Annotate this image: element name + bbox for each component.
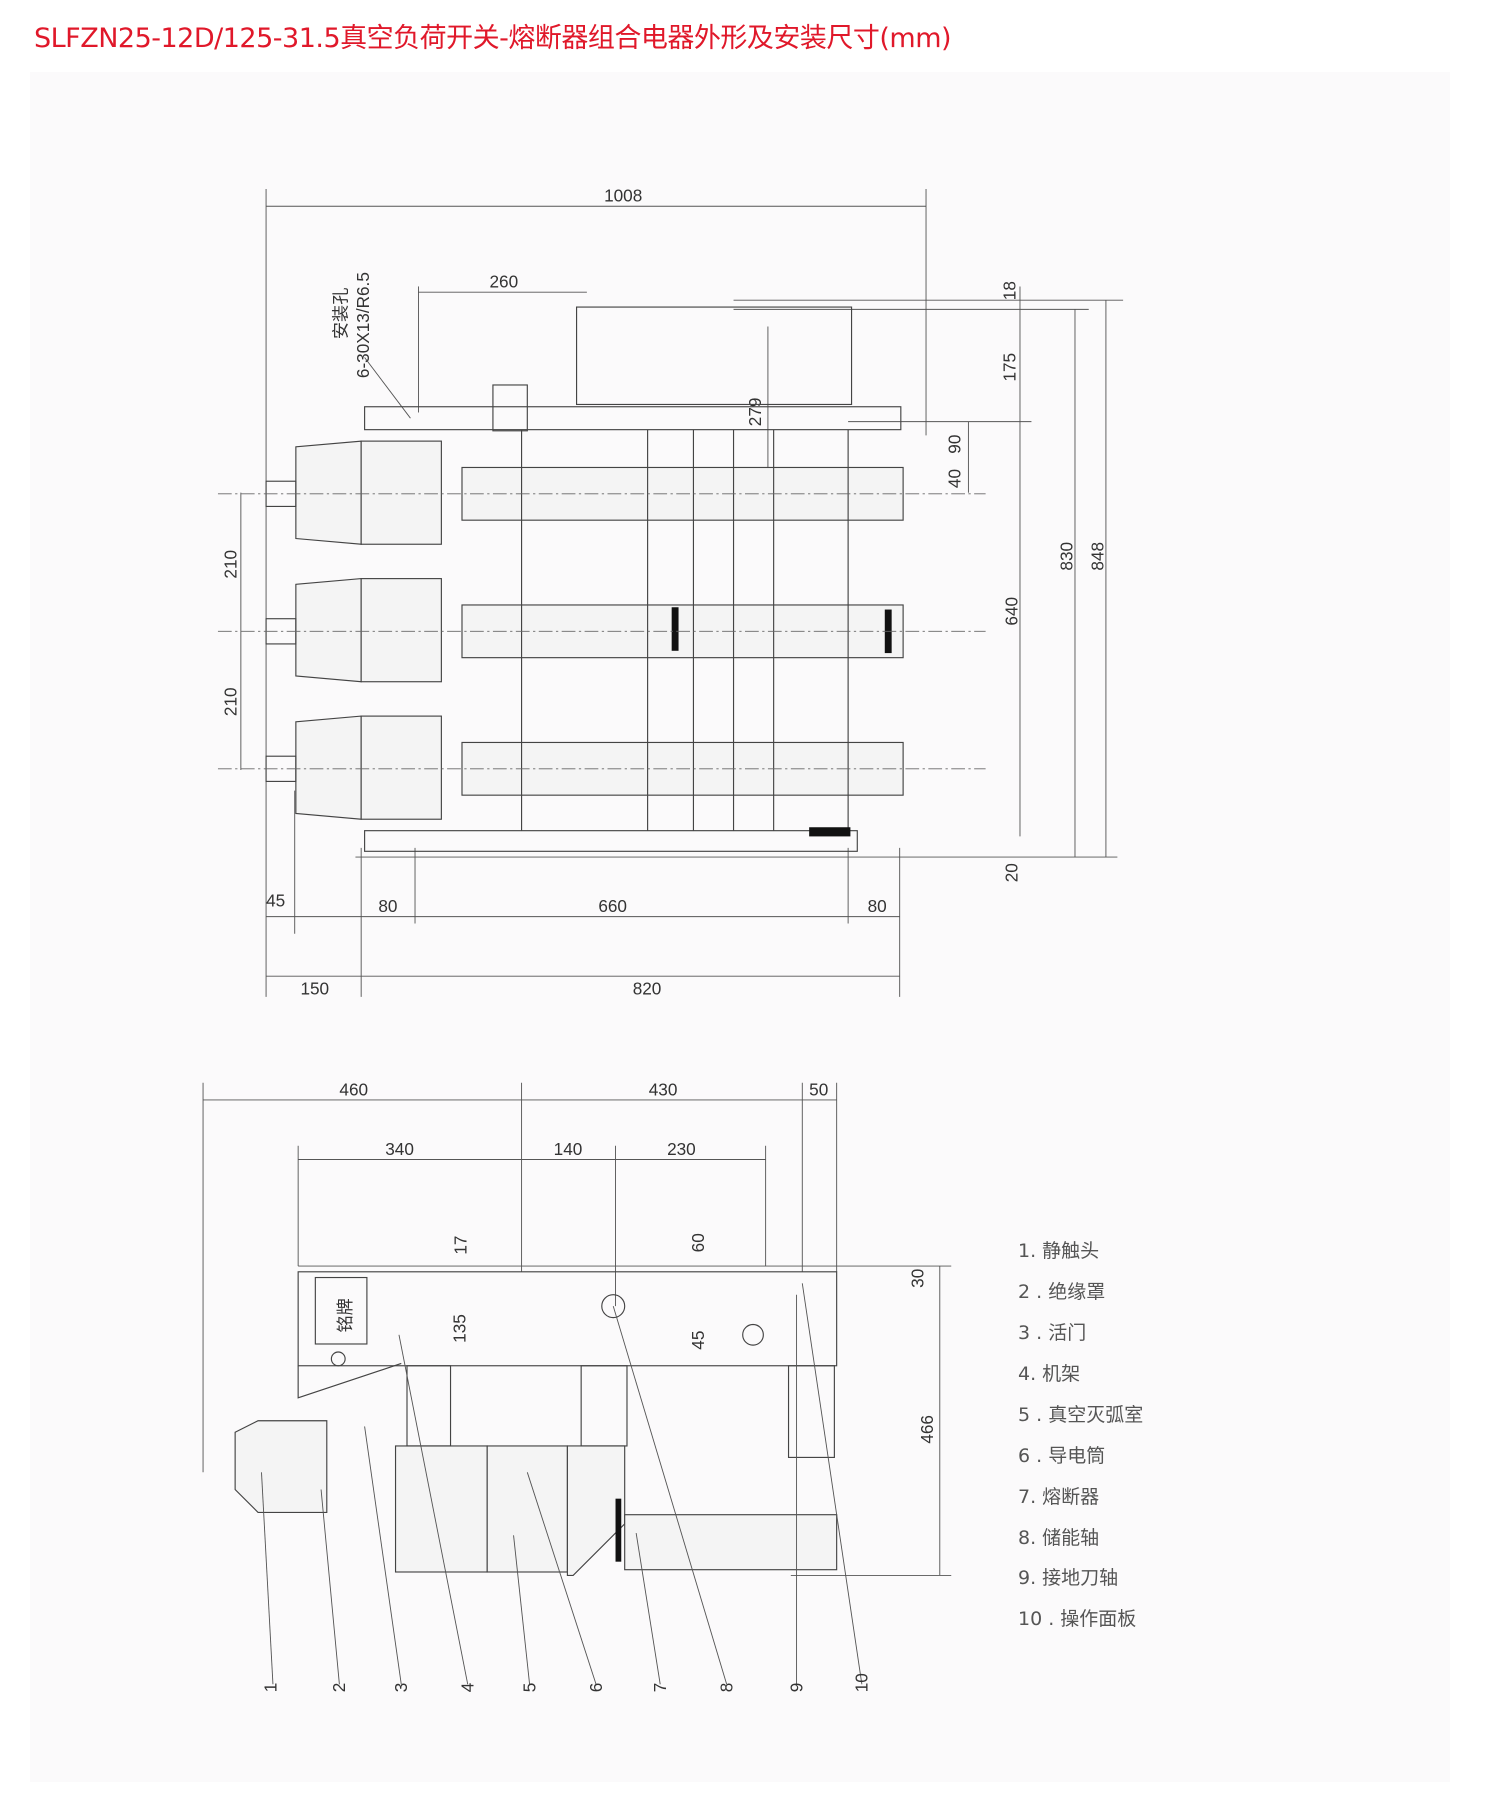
dim-18: 18 [999,281,1019,300]
dim-30: 30 [908,1269,928,1288]
legend-item: 6 . 导电筒 [1018,1445,1106,1467]
nameplate-label: 铭牌 [335,1298,355,1332]
legend-item: 7. 熔断器 [1018,1486,1100,1508]
dim-150: 150 [300,979,329,999]
dim-90: 90 [944,435,964,454]
callout-leaders [261,1283,863,1685]
side-view: 460 430 50 340 140 230 17 60 30 135 45 4… [202,1079,952,1693]
dim-640: 640 [1002,597,1022,626]
callout-2: 2 [329,1683,349,1693]
phase-rows [217,429,986,837]
dim-80-right: 80 [868,896,887,916]
callout-9: 9 [786,1683,806,1693]
legend-item: 8. 储能轴 [1018,1527,1100,1549]
callout-3: 3 [391,1683,411,1693]
hole-spec: 6-30X13/R6.5 [353,272,373,378]
page-title: SLFZN25-12D/125-31.5真空负荷开关-熔断器组合电器外形及安装尺… [34,23,952,54]
dim-17: 17 [451,1236,471,1255]
dim-140: 140 [554,1139,583,1159]
legend-item: 9. 接地刀轴 [1018,1567,1119,1589]
dim-466: 466 [917,1415,937,1444]
legend-item: 4. 机架 [1018,1363,1081,1385]
dim-overall-width: 1008 [604,186,642,206]
dim-pitch-2: 210 [220,687,240,716]
callout-8: 8 [716,1683,736,1693]
legend-item: 10 . 操作面板 [1018,1608,1137,1630]
dim-pitch-1: 210 [220,550,240,579]
callout-1: 1 [260,1683,280,1693]
callout-5: 5 [519,1683,539,1693]
dim-60: 60 [688,1233,708,1252]
hole-label: 安装孔 [330,288,350,340]
dim-230: 230 [667,1139,696,1159]
dim-460: 460 [339,1079,368,1099]
callout-4: 4 [457,1682,477,1692]
dim-40: 40 [944,469,964,488]
callout-7: 7 [650,1683,670,1693]
dim-260: 260 [489,272,518,292]
dim-430: 430 [649,1079,678,1099]
dim-279: 279 [745,398,765,427]
dim-45: 45 [266,890,285,910]
legend-item: 5 . 真空灭弧室 [1018,1404,1144,1426]
dim-660: 660 [598,896,627,916]
callout-6: 6 [586,1683,606,1693]
dim-820: 820 [633,979,662,999]
callout-10: 10 [852,1673,872,1692]
dim-20: 20 [1002,863,1022,882]
dim-848: 848 [1088,542,1108,571]
dim-175: 175 [999,353,1019,382]
dim-50: 50 [809,1079,828,1099]
dim-340: 340 [385,1139,414,1159]
legend-item: 1. 静触头 [1018,1240,1100,1262]
dim-135: 135 [449,1314,469,1343]
legend-item: 2 . 绝缘罩 [1018,1281,1106,1303]
dim-80-left: 80 [378,896,397,916]
dim-45: 45 [688,1331,708,1350]
legend-item: 3 . 活门 [1018,1322,1087,1344]
front-view: 1008 260 18 175 279 90 40 210 210 830 84… [217,186,1124,999]
dim-830: 830 [1057,542,1077,571]
